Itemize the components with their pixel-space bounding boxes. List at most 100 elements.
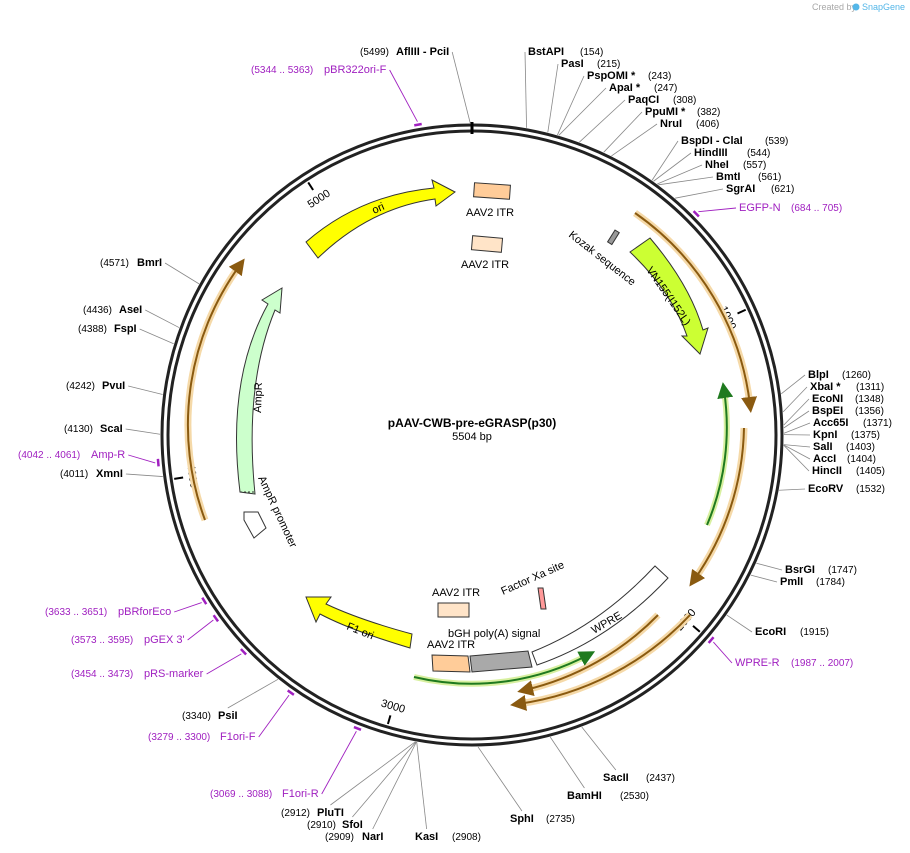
enzyme-name-paqci: PaqCI	[628, 94, 659, 106]
feature-f1-ori-arrow	[305, 596, 413, 649]
feature-aav2-itr-top	[473, 182, 511, 200]
backbone	[160, 122, 784, 747]
primer-mark	[212, 614, 220, 623]
credit-brand: SnapGene	[862, 2, 905, 12]
enzyme-name-sacii: SacII	[603, 772, 629, 784]
enzyme-leader-line	[783, 422, 811, 434]
enzyme-leader-line	[783, 444, 811, 448]
enzyme-name-fspi: FspI	[114, 323, 137, 335]
tick-mark	[174, 476, 184, 480]
primer-range-f1ori-r: (3069 .. 3088)	[210, 789, 272, 800]
enzyme-leader-line	[352, 741, 417, 818]
primer-name-prs-marker: pRS-marker	[144, 668, 204, 680]
enzyme-name-bsrgi: BsrGI	[785, 564, 815, 576]
enzyme-leader-line	[783, 445, 810, 472]
feature-aav2-itr-bottom2	[431, 654, 471, 673]
enzyme-pos-bstapi: (154)	[580, 47, 603, 58]
orf-arc-inner-green	[704, 389, 730, 527]
enzyme-pos-hindiii: (544)	[747, 148, 770, 159]
enzyme-name-acc65i: Acc65I	[813, 417, 848, 429]
enzyme-pos-ecorv: (1532)	[856, 484, 885, 495]
enzyme-leader-line	[603, 111, 643, 153]
enzyme-name-nhei: NheI	[705, 159, 729, 171]
feature-vn155-arrow	[629, 237, 709, 355]
feature-ampr-promoter-arrow	[243, 511, 267, 539]
enzyme-pos-hincii: (1405)	[856, 466, 885, 477]
enzyme-pos-psii: (3340)	[182, 711, 211, 722]
tick-label: 5000	[306, 188, 333, 211]
enzyme-pos-xmni: (4011)	[60, 469, 88, 480]
primer-mark	[239, 648, 248, 656]
primer-leader-line	[389, 69, 418, 122]
enzyme-leader-line	[227, 678, 279, 709]
enzyme-name-psii: PsiI	[218, 710, 238, 722]
primer-labels: (5344 .. 5363) pBR322ori-F EGFP-N (684 .…	[18, 64, 853, 800]
enzyme-name-sali: SalI	[813, 441, 833, 453]
enzyme-name-econi: EcoNI	[812, 393, 843, 405]
enzyme-name-pasi: PasI	[561, 58, 584, 70]
enzyme-pos-apai: (247)	[654, 83, 677, 94]
primer-mark	[156, 458, 160, 467]
feature-ampr-label: AmpR	[252, 382, 265, 413]
enzyme-leader-line	[783, 444, 811, 460]
enzyme-name-xmni: XmnI	[96, 468, 123, 480]
primer-mark	[201, 597, 208, 605]
enzyme-pos-kpni: (1375)	[851, 430, 880, 441]
enzyme-pos-bspdi-clai: (539)	[765, 136, 788, 147]
enzyme-pos-bmti: (561)	[758, 172, 781, 183]
enzyme-name-kasi: KasI	[415, 831, 438, 843]
enzyme-pos-paqci: (308)	[673, 95, 696, 106]
enzyme-leader-line	[145, 309, 180, 328]
primer-name-egfp-n: EGFP-N	[739, 202, 781, 214]
enzyme-name-kpni: KpnI	[813, 429, 837, 441]
snapgene-logo-icon	[852, 3, 860, 11]
enzyme-leader-line	[451, 51, 471, 124]
snapgene-credit: Created by SnapGene	[812, 2, 905, 12]
enzyme-leader-line	[657, 164, 703, 185]
primer-leader-line	[258, 694, 290, 738]
primer-name-pbrforeco: pBRforEco	[118, 606, 171, 618]
enzyme-pos-sphi: (2735)	[546, 814, 575, 825]
enzyme-name-pvui: PvuI	[102, 380, 125, 392]
feature-ori-label: ori	[370, 201, 386, 217]
enzyme-name-nrui: NruI	[660, 118, 682, 130]
enzyme-pos-fspi: (4388)	[78, 324, 107, 335]
enzyme-pos-pvui: (4242)	[66, 381, 95, 392]
enzyme-name-scai: ScaI	[100, 423, 123, 435]
enzyme-name-ppumi: PpuMI *	[645, 106, 686, 118]
enzyme-name-aflIII-pciI: AflIII - PciI	[396, 46, 449, 58]
feature-aav2-itr-bottom1	[437, 602, 470, 618]
enzyme-name-hindiii: HindIII	[694, 147, 728, 159]
primer-name-pgex3: pGEX 3'	[144, 634, 185, 646]
enzyme-leader-lines	[125, 51, 811, 830]
enzyme-leader-line	[579, 99, 626, 143]
enzyme-name-pluti: PluTI	[317, 807, 344, 819]
tick-mark	[386, 715, 392, 725]
feature-bgh-polya	[469, 650, 533, 673]
enzyme-pos-pluti: (2912)	[281, 808, 310, 819]
enzyme-pos-acci: (1404)	[847, 454, 876, 465]
feature-ori-arrow	[305, 179, 456, 259]
enzyme-name-sgrai: SgrAI	[726, 183, 755, 195]
enzyme-name-bspdi-clai: BspDI - ClaI	[681, 135, 743, 147]
enzyme-pos-aflIII-pciI: (5499)	[360, 47, 389, 58]
enzyme-name-acci: AccI	[813, 453, 836, 465]
enzyme-leader-line	[372, 741, 417, 830]
enzyme-name-bspei: BspEI	[812, 405, 843, 417]
enzyme-pos-sgrai: (621)	[771, 184, 794, 195]
enzyme-name-blpi: BlpI	[808, 369, 829, 381]
enzyme-name-sphi: SphI	[510, 813, 534, 825]
primer-leader-line	[206, 653, 242, 675]
plasmid-name: pAAV-CWB-pre-eGRASP(p30)	[388, 416, 556, 430]
primer-range-prs-marker: (3454 .. 3473)	[71, 669, 133, 680]
feature-aav2-itr-bottom1-label: AAV2 ITR	[432, 587, 480, 599]
enzyme-leader-line	[781, 374, 806, 395]
tick-mark	[307, 181, 314, 191]
enzyme-pos-pmli: (1784)	[816, 577, 845, 588]
feature-aav2-itr-bottom2-label: AAV2 ITR	[427, 639, 475, 651]
enzyme-leader-line	[783, 398, 810, 426]
enzyme-name-bmti: BmtI	[716, 171, 740, 183]
enzyme-pos-econi: (1348)	[855, 394, 884, 405]
primer-range-amp-r: (4042 .. 4061)	[18, 450, 80, 461]
